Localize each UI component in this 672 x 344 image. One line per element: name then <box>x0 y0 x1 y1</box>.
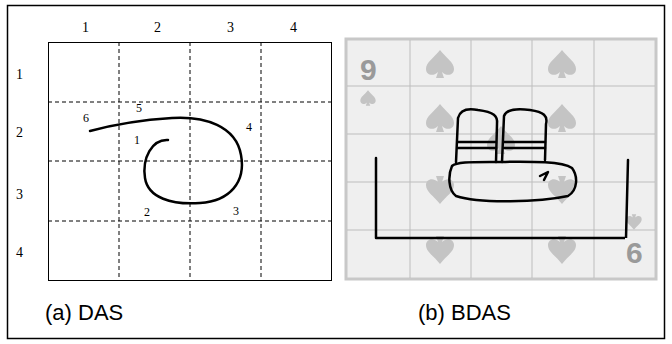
card-image <box>346 39 656 279</box>
panel-caption: (b) BDAS <box>418 302 511 324</box>
stroke-point-number: 4 <box>246 121 252 133</box>
row-number: 4 <box>16 246 23 260</box>
row-number: 1 <box>16 68 23 82</box>
stroke-point-number: 2 <box>144 206 150 218</box>
column-number: 4 <box>290 21 297 35</box>
stroke-point-number: 3 <box>233 205 239 217</box>
bdas-sketch <box>376 109 628 238</box>
row-number: 2 <box>16 126 23 140</box>
card-index: 6 <box>625 238 644 268</box>
das-stroke <box>90 118 242 204</box>
column-number: 2 <box>154 21 161 35</box>
stroke-point-number: 5 <box>136 102 142 114</box>
card-index: 9 <box>359 55 378 85</box>
column-number: 3 <box>227 21 234 35</box>
column-number: 1 <box>82 21 89 35</box>
stroke-point-number: 6 <box>83 112 89 124</box>
outer-frame <box>8 6 665 339</box>
das-grid <box>48 42 332 281</box>
row-number: 3 <box>16 188 23 202</box>
stroke-point-number: 1 <box>134 134 140 146</box>
panel-caption: (a) DAS <box>45 302 123 324</box>
